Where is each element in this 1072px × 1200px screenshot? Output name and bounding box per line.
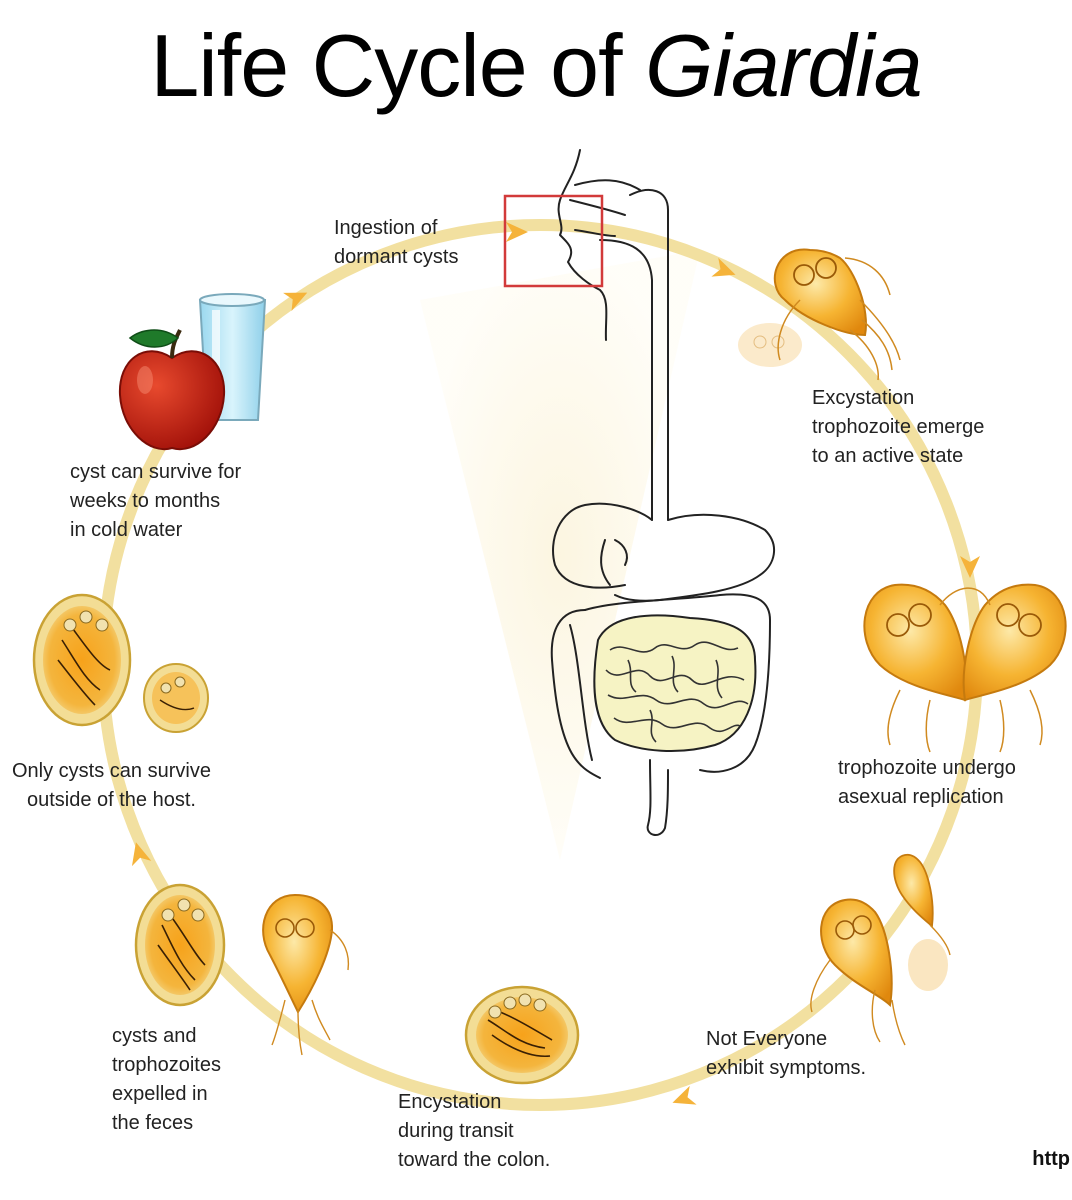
cyst-encystation-icon (464, 985, 580, 1085)
label-survive-outside: Only cysts can survive outside of the ho… (12, 760, 211, 811)
cycle-arrow (711, 257, 736, 277)
expelled-cyst-trophozoite-icon (134, 883, 350, 1056)
label-excystation: Excystation trophozoite emerge to an act… (812, 387, 985, 467)
cysts-outside-host-icon (32, 593, 209, 733)
small-intestine (593, 614, 757, 752)
diagram-title: Life Cycle of Giardia (0, 22, 1072, 110)
trophozoite-excystation-icon (738, 248, 901, 381)
label-expelled: cysts and trophozoites expelled in the f… (112, 1025, 221, 1134)
ingestion-highlight-box (503, 194, 604, 288)
label-survive-water: cyst can survive for weeks to months in … (70, 461, 242, 541)
trophozoite-symptoms-icon (810, 853, 951, 1046)
label-ingestion: Ingestion of dormant cysts (334, 217, 459, 268)
label-replication: trophozoite undergo asexual replication (838, 757, 1016, 808)
background-wedge (420, 250, 700, 860)
cycle-arrow (506, 222, 528, 242)
cycle-arrow (131, 842, 152, 867)
cycle-arrow (960, 556, 980, 578)
cycle-arrow (672, 1085, 697, 1105)
digestive-system-illustration (550, 149, 775, 836)
apple-icon (118, 329, 226, 451)
source-url-fragment: http (1032, 1148, 1070, 1170)
cycle-arrow (283, 292, 308, 311)
title-genus: Giardia (644, 16, 923, 115)
label-encystation: Encystation during transit toward the co… (398, 1091, 551, 1171)
label-symptoms: Not Everyone exhibit symptoms. (706, 1028, 867, 1079)
title-prefix: Life Cycle of (150, 16, 622, 115)
trophozoite-replication-icon (863, 583, 1067, 753)
